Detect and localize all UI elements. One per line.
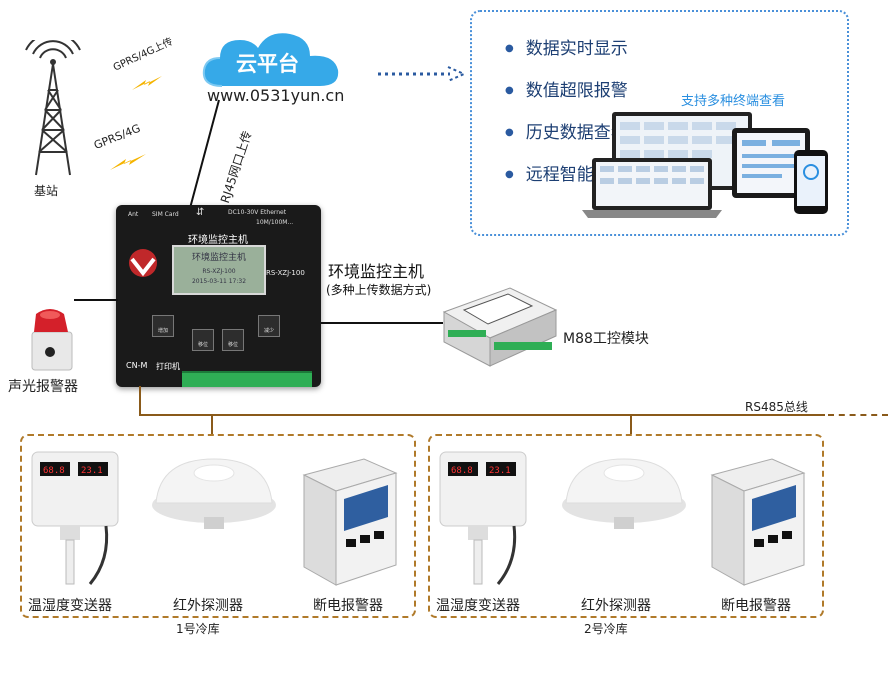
room2-drop-wire xyxy=(630,414,632,434)
model-label: RS-XZJ-100 xyxy=(266,269,305,277)
power-failure-alarm-icon xyxy=(708,455,808,587)
increase-key[interactable]: 增加 xyxy=(152,315,174,337)
rj45-line xyxy=(189,99,220,207)
feature-item: 数值超限报警 xyxy=(505,76,628,101)
svg-text:23.1: 23.1 xyxy=(81,466,103,476)
power-label: DC10-30V Ethernet xyxy=(228,209,287,216)
ant-label: Ant xyxy=(128,211,139,218)
dotted-arrow xyxy=(378,64,468,88)
cloud-url: www.0531yun.cn xyxy=(207,86,345,105)
device-label: 断电报警器 xyxy=(721,598,791,614)
lightning-icon xyxy=(108,150,148,178)
room1-drop-wire xyxy=(211,414,213,434)
printer-label: 打印机 xyxy=(156,362,180,371)
host-device: Ant SIM Card ⇵ DC10-30V Ethernet 10M/100… xyxy=(116,205,321,387)
sim-label: SIM Card xyxy=(152,211,179,218)
alarm-light-icon xyxy=(20,306,80,372)
lcd-line-3: 2015-03-11 17:32 xyxy=(191,278,247,285)
room-name: 1号冷库 xyxy=(176,622,220,636)
device-label: 断电报警器 xyxy=(313,598,383,614)
infrared-detector-icon xyxy=(150,455,278,533)
temp-humidity-transmitter-icon: 68.8 23.1 xyxy=(438,450,528,590)
speed-label: 10M/100M... xyxy=(256,219,294,226)
gprs-label: GPRS/4G xyxy=(92,121,143,153)
terminal-block xyxy=(182,371,312,387)
usb-icon: ⇵ xyxy=(196,207,205,218)
lcd-screen: 环境监控主机 RS-XZJ-100 2015-03-11 17:32 xyxy=(172,245,266,295)
increase-key-label: 增加 xyxy=(157,328,168,334)
lightning-icon xyxy=(130,72,164,98)
shift-key-right[interactable]: 移位 xyxy=(222,329,244,351)
base-station-label: 基站 xyxy=(34,184,59,198)
shift-key-left[interactable]: 移位 xyxy=(192,329,214,351)
host-title: 环境监控主机 xyxy=(328,262,425,281)
decrease-key[interactable]: 减少 xyxy=(258,315,280,337)
rj45-label: RJ45网口上传 xyxy=(217,129,255,205)
terminal-devices-image xyxy=(582,110,844,222)
decrease-key-label: 减少 xyxy=(263,328,274,334)
lcd-line-2: RS-XZJ-100 xyxy=(202,268,236,275)
rs485-label: RS485总线 xyxy=(745,400,808,414)
power-failure-alarm-icon xyxy=(300,455,400,587)
m88-wire xyxy=(321,322,443,324)
m88-label: M88工控模块 xyxy=(563,331,649,347)
device-label: 温湿度变送器 xyxy=(28,598,112,614)
cold-room-1 xyxy=(20,434,416,618)
alarm-wire xyxy=(74,299,118,301)
brand-logo-icon xyxy=(126,247,160,283)
temp-humidity-transmitter-icon: 68.8 23.1 xyxy=(30,450,120,590)
rs485-bus-dashed xyxy=(828,414,888,418)
base-station-icon xyxy=(18,32,88,180)
room-name: 2号冷库 xyxy=(584,622,628,636)
host-subtitle: (多种上传数据方式) xyxy=(326,283,432,297)
device-label: 红外探测器 xyxy=(173,598,243,614)
svg-text:68.8: 68.8 xyxy=(451,466,473,476)
lcd-line-1: 环境监控主机 xyxy=(191,253,246,263)
cloud-title: 云平台 xyxy=(236,52,299,76)
gprs-upload-label: GPRS/4G上传 xyxy=(111,36,175,74)
svg-text:23.1: 23.1 xyxy=(489,466,511,476)
device-label: 温湿度变送器 xyxy=(436,598,520,614)
shift-key-label: 移位 xyxy=(197,342,208,348)
cold-room-2 xyxy=(428,434,824,618)
feature-item: 历史数据查看 xyxy=(505,118,628,143)
bus-drop-wire xyxy=(139,386,141,416)
feature-item: 数据实时显示 xyxy=(505,34,628,59)
shift-key-label: 移位 xyxy=(227,342,238,348)
infrared-detector-icon xyxy=(560,455,688,533)
host-panel-title: 环境监控主机 xyxy=(188,235,248,246)
rs485-bus-line xyxy=(139,414,825,416)
alarm-light-label: 声光报警器 xyxy=(8,379,78,395)
terminal-label: 支持多种终端查看 xyxy=(681,94,786,109)
cnm-label: CN-M xyxy=(126,361,148,370)
svg-text:68.8: 68.8 xyxy=(43,466,65,476)
cloud-icon xyxy=(198,28,346,92)
platform-feature-box xyxy=(470,10,849,236)
m88-module-icon xyxy=(440,286,558,368)
device-label: 红外探测器 xyxy=(581,598,651,614)
